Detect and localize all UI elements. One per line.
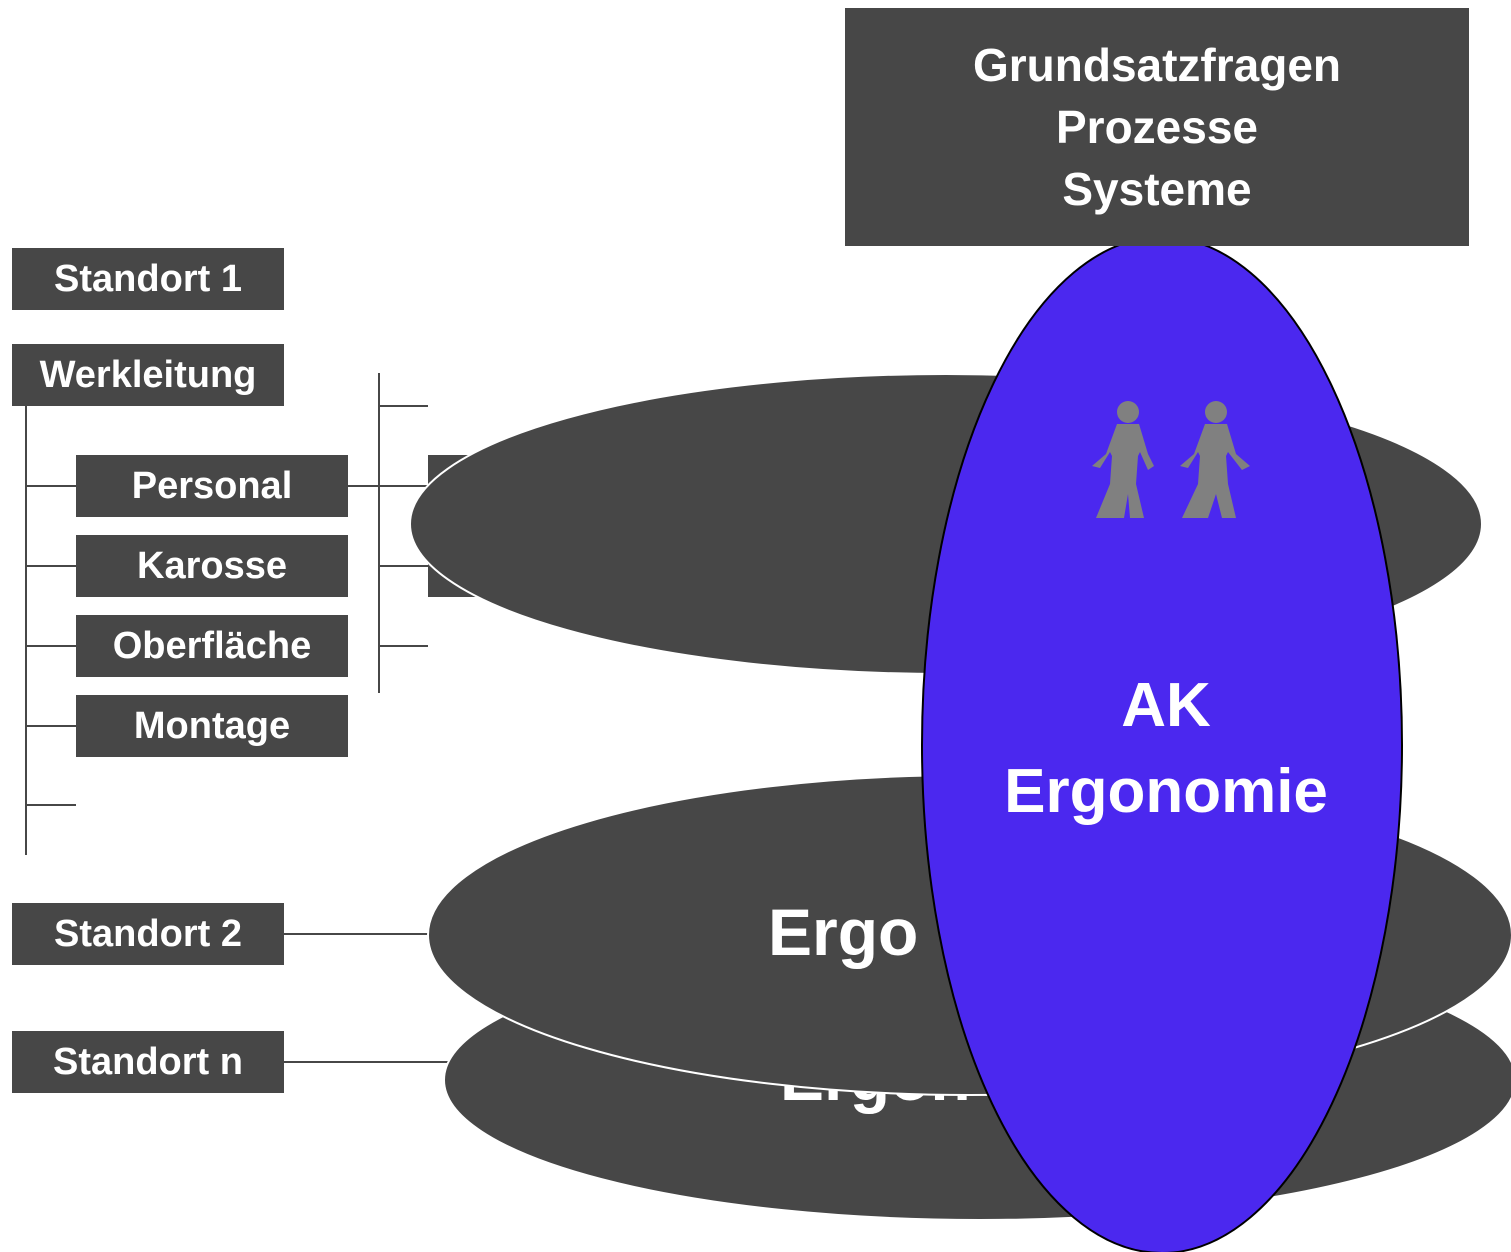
principles-line-2: Prozesse (1055, 101, 1258, 153)
org-connectors (25, 373, 448, 1063)
dept-oberflaeche-box: Oberfläche (76, 615, 348, 677)
dept-montage-box: Montage (76, 695, 348, 757)
standort-1-box: Standort 1 (12, 248, 284, 310)
ak-ergonomie-label: Ergonomie (1004, 757, 1328, 826)
principles-box: Grundsatzfragen Prozesse Systeme (845, 8, 1469, 246)
standort-2-box: Standort 2 (12, 903, 284, 965)
standort-n-box: Standort n (12, 1031, 284, 1093)
ak-ergonomie-ellipse (921, 236, 1403, 1252)
principles-line-3: Systeme (1062, 163, 1252, 215)
dept-karosse-box: Karosse (76, 535, 348, 597)
principles-line-1: Grundsatzfragen (972, 39, 1342, 91)
people-icon (1092, 401, 1250, 518)
site-2-ellipse-label: Ergo (768, 895, 918, 969)
werkleitung-box: Werkleitung (12, 344, 284, 406)
ak-label: AK (1121, 671, 1211, 740)
dept-personal-box: Personal (76, 455, 348, 517)
